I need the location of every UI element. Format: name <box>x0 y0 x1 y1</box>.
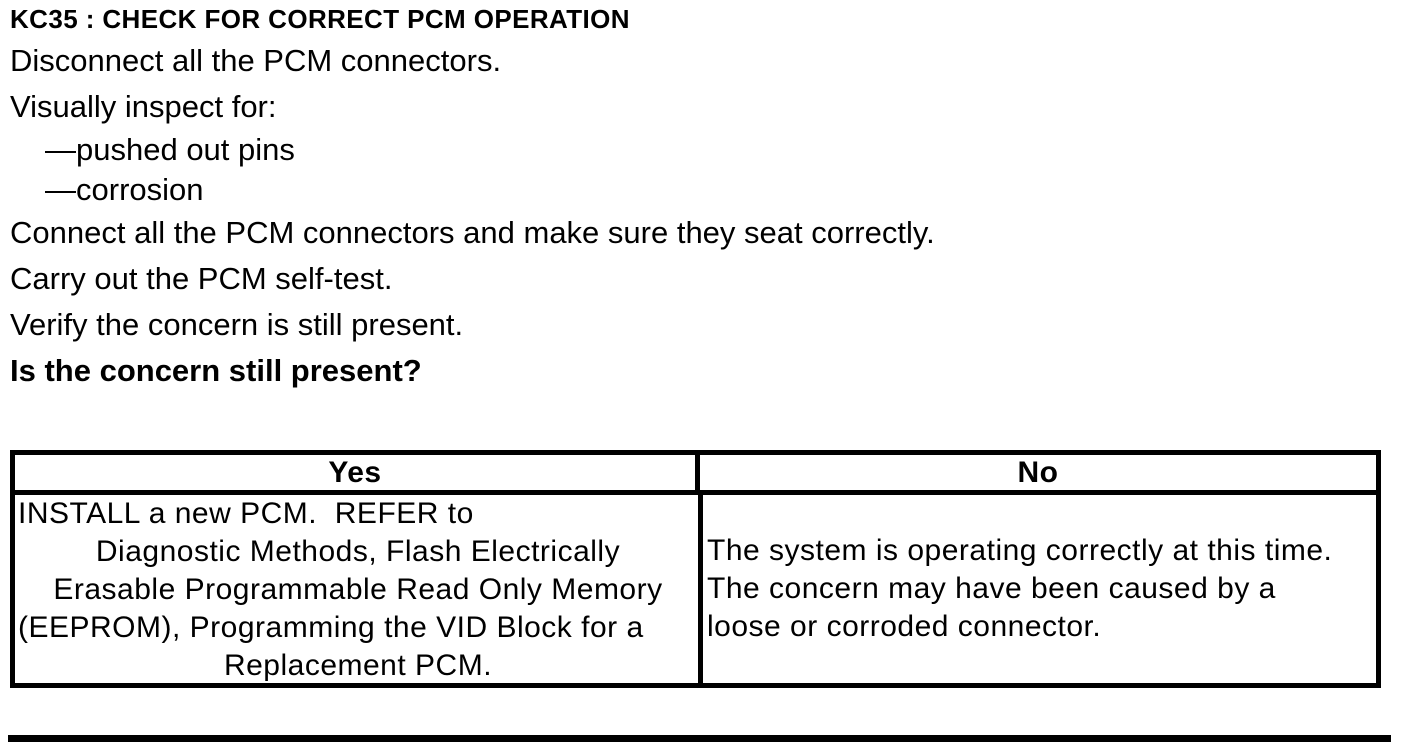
yes-action-text-line: Erasable Programmable Read Only Memory <box>53 573 663 606</box>
procedure-title: KC35 : CHECK FOR CORRECT PCM OPERATION <box>10 4 630 34</box>
decision-table-header-row: Yes No <box>15 455 1376 495</box>
instruction-line: Carry out the PCM self-test. <box>10 261 393 296</box>
yes-action-text-line: (EEPROM), Programming the VID Block for … <box>18 611 644 644</box>
yes-action-text-line: Diagnostic Methods, Flash Electrically <box>95 535 621 568</box>
no-action-text-line: The concern may have been caused by a <box>707 572 1276 605</box>
instruction-line: Connect all the PCM connectors and make … <box>10 215 935 250</box>
instruction-line: Visually inspect for: <box>10 89 277 124</box>
question-text: Is the concern still present? <box>10 353 422 388</box>
yes-action-text-line: Replacement PCM. <box>223 649 493 682</box>
yes-action-cell: INSTALL a new PCM. REFER to Diagnostic M… <box>15 495 703 683</box>
yes-column-header: Yes <box>15 455 700 490</box>
decision-table-body-row: INSTALL a new PCM. REFER to Diagnostic M… <box>15 495 1376 683</box>
no-column-header: No <box>1017 456 1059 489</box>
inspection-list-item: —corrosion <box>45 172 204 207</box>
inspection-list-item: —pushed out pins <box>45 132 295 167</box>
no-action-text-line: The system is operating correctly at thi… <box>707 534 1333 567</box>
yes-action-text-line: INSTALL a new PCM. REFER to <box>18 497 474 530</box>
no-action-text-line: loose or corroded connector. <box>707 610 1102 643</box>
bottom-divider-bar <box>8 735 1391 742</box>
no-action-cell: The system is operating correctly at thi… <box>703 495 1376 683</box>
instruction-line: Verify the concern is still present. <box>10 307 464 342</box>
instruction-line: Disconnect all the PCM connectors. <box>10 43 502 78</box>
decision-table: Yes No INSTALL a new PCM. REFER to Diagn… <box>10 450 1381 688</box>
